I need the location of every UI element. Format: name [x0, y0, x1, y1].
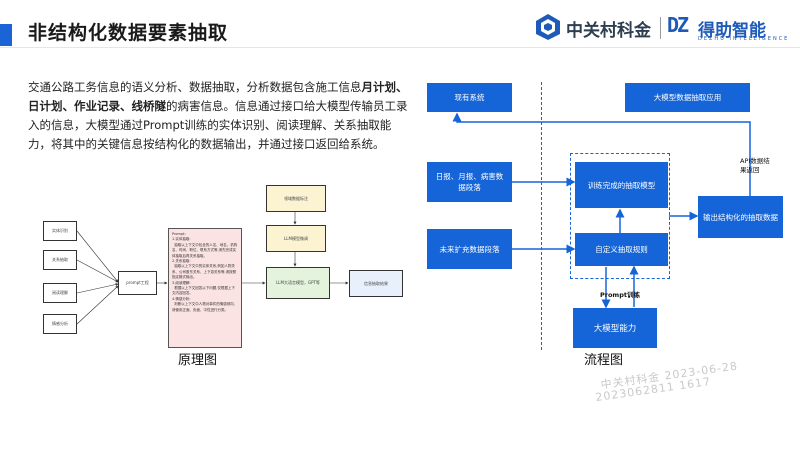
model-group-frame: [570, 153, 670, 279]
principle-caption: 原理图: [178, 353, 218, 368]
trained-model-box: 训练完成的抽取模型: [575, 162, 668, 208]
llm-capability-box: 大模型能力: [573, 308, 657, 348]
prompt-example-box: Prompt: 1.实体抽取: 抽取以上下文中包含的人名、地名、机构名、时间、职…: [168, 228, 242, 348]
prompt-engineering-box: prompt工程: [118, 271, 157, 295]
dezhu-logo-icon: DZ: [667, 13, 689, 37]
intro-bold: 月计划、日计划、作业记录、线桥隧: [28, 80, 408, 113]
prompt-example-text: Prompt: 1.实体抽取: 抽取以上下文中包含的人名、地名、机构名、时间、职…: [172, 232, 238, 312]
logo-divider: [660, 17, 661, 39]
llm-model-box: LLM大语言模型，GPT等: [266, 267, 330, 299]
extraction-result-box: 信息抽取结果: [349, 270, 403, 297]
structured-output-box: 输出结构化的抽取数据: [698, 196, 783, 238]
domain-annotation-box: 领域数据标注: [266, 185, 326, 212]
input-entity-recognition: 实体识别: [43, 221, 77, 241]
custom-rules-box: 自定义抽取规则: [575, 233, 668, 266]
intro-text-2: 的病害信息。信息通过接口给大模型传输员工录入的信息，大模型通过Prompt训练的…: [28, 99, 408, 151]
title-accent-bar: [0, 24, 12, 46]
brand-zhongguancun: 中关村科金: [566, 21, 651, 41]
brand-dezhu: 得助智能: [698, 21, 766, 41]
intro-paragraph: 交通公路工务信息的语义分析、数据抽取，分析数据包含施工信息月计划、日计划、作业记…: [28, 78, 408, 154]
brand-dezhu-sub: DEZHU INTELLIGENCE: [698, 36, 790, 42]
prompt-train-label: Prompt训练: [600, 291, 640, 299]
input-reading-comprehension: 阅读理解: [43, 283, 77, 303]
daily-report-box: 日报、月报、病害数据段落: [427, 162, 512, 202]
flow-divider-line: [541, 82, 542, 350]
page-title: 非结构化数据要素抽取: [28, 22, 229, 44]
input-sentiment-analysis: 情感分析: [43, 314, 77, 334]
flow-caption: 流程图: [584, 353, 624, 368]
llm-finetune-box: LLM模型微调: [266, 225, 326, 252]
llm-app-box: 大模型数据抽取应用: [625, 83, 750, 112]
zhongguancun-logo-icon: [536, 14, 560, 40]
api-return-label: API数据结果返回: [740, 157, 770, 174]
intro-text-1: 交通公路工务信息的语义分析、数据抽取，分析数据包含施工信息: [28, 80, 362, 94]
input-relation-extraction: 关系抽取: [43, 250, 77, 270]
header-divider: [0, 47, 800, 48]
existing-system-box: 现有系统: [427, 83, 512, 112]
future-data-box: 未来扩充数据段落: [427, 229, 512, 269]
